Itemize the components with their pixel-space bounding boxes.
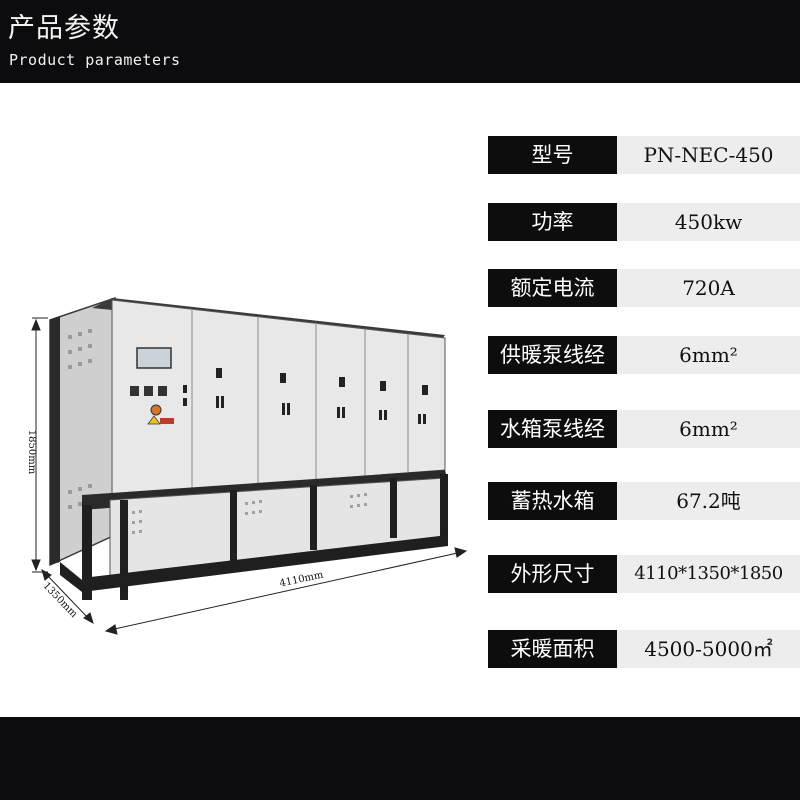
spec-value: 450kw bbox=[617, 203, 800, 241]
depth-dimension-label: 1350mm bbox=[40, 580, 79, 620]
spec-label: 蓄热水箱 bbox=[488, 482, 617, 520]
spec-value: 67.2吨 bbox=[617, 482, 800, 520]
spec-value: 4500-5000㎡ bbox=[617, 630, 800, 668]
spec-value: 4110*1350*1850 bbox=[617, 555, 800, 593]
page-subtitle: Product parameters bbox=[9, 51, 181, 69]
spec-row-storage-tank: 蓄热水箱 67.2吨 bbox=[488, 482, 800, 520]
spec-value: 6mm² bbox=[617, 410, 800, 448]
spec-row-dimensions: 外形尺寸 4110*1350*1850 bbox=[488, 555, 800, 593]
spec-value: PN-NEC-450 bbox=[617, 136, 800, 174]
spec-row-model: 型号 PN-NEC-450 bbox=[488, 136, 800, 174]
spec-label: 外形尺寸 bbox=[488, 555, 617, 593]
spec-label: 供暖泵线经 bbox=[488, 336, 617, 374]
spec-label: 额定电流 bbox=[488, 269, 617, 307]
spec-value: 720A bbox=[617, 269, 800, 307]
spec-label: 型号 bbox=[488, 136, 617, 174]
footer-bar bbox=[0, 717, 800, 800]
spec-row-tank-pump-wire: 水箱泵线经 6mm² bbox=[488, 410, 800, 448]
length-dimension-label: 4110mm bbox=[279, 569, 325, 589]
spec-label: 水箱泵线经 bbox=[488, 410, 617, 448]
spec-row-heating-pump-wire: 供暖泵线经 6mm² bbox=[488, 336, 800, 374]
control-screen bbox=[136, 347, 172, 369]
boiler-product-photo: 1850mm 4110mm 1350mm bbox=[26, 296, 468, 635]
spec-row-power: 功率 450kw bbox=[488, 203, 800, 241]
height-dimension-label: 1850mm bbox=[26, 430, 37, 475]
header-bar: 产品参数 Product parameters bbox=[0, 0, 800, 83]
boiler-front-face bbox=[111, 299, 446, 496]
spec-row-heating-area: 采暖面积 4500-5000㎡ bbox=[488, 630, 800, 668]
spec-label: 功率 bbox=[488, 203, 617, 241]
spec-label: 采暖面积 bbox=[488, 630, 617, 668]
page-title: 产品参数 bbox=[8, 13, 120, 44]
spec-row-rated-current: 额定电流 720A bbox=[488, 269, 800, 307]
spec-value: 6mm² bbox=[617, 336, 800, 374]
